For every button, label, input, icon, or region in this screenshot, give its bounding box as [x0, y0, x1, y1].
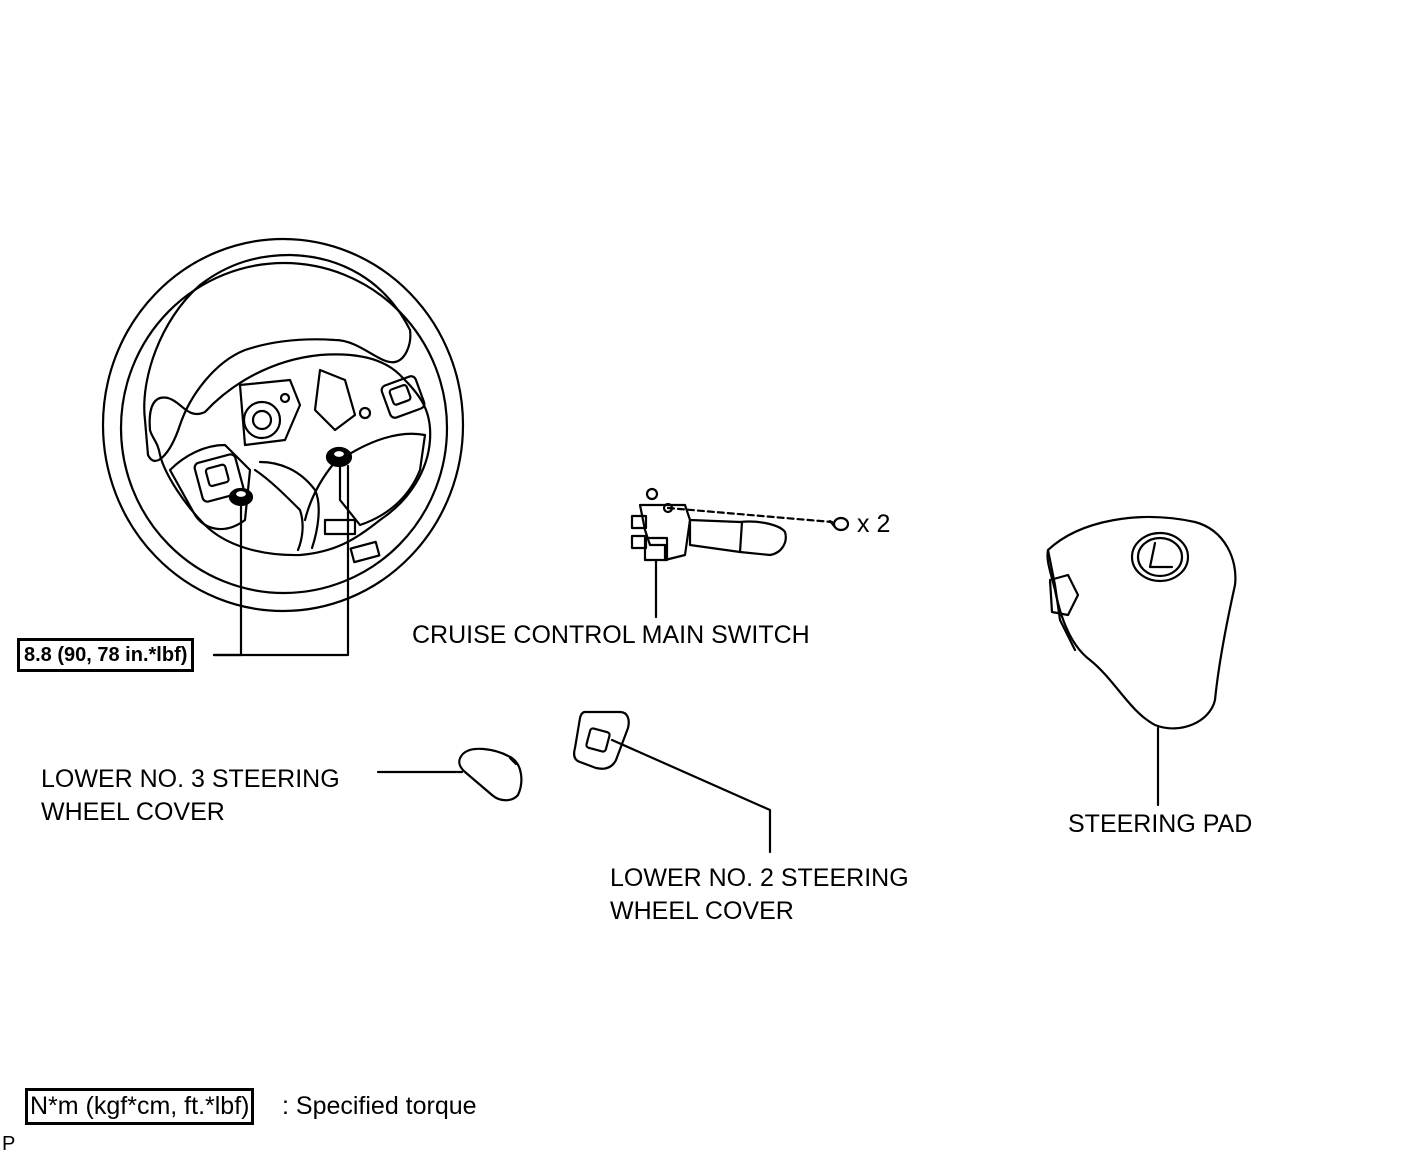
right-spoke: [338, 432, 427, 527]
hub-screw-2: [279, 392, 291, 404]
lower-no3-cover-label-line1: LOWER NO. 3 STEERING: [41, 765, 340, 793]
steering-pad-side: [1046, 548, 1077, 652]
switch-connector: [630, 514, 648, 530]
steering-pad-label: STEERING PAD: [1068, 810, 1253, 838]
lower-no3-cover-part: [458, 747, 523, 802]
quantity-label: x 2: [857, 510, 891, 538]
lower-tab-2: [323, 518, 357, 536]
legend-description: : Specified torque: [282, 1092, 477, 1120]
legend-unit-box: N*m (kgf*cm, ft.*lbf): [25, 1088, 255, 1125]
right-switch-button: [388, 384, 412, 406]
torque-spec-value: 8.8 (90, 78 in.*lbf): [24, 644, 188, 666]
lower-no2-leader: [610, 738, 772, 854]
steering-wheel-rim-inner: [119, 261, 449, 595]
cruise-control-switch-label: CRUISE CONTROL MAIN SWITCH: [412, 621, 810, 649]
hub-bracket-right: [313, 368, 357, 432]
lexus-emblem-l: [1148, 541, 1174, 569]
lexus-emblem: [1130, 531, 1190, 583]
lower-no3-cover-label-line2: WHEEL COVER: [41, 798, 225, 826]
switch-mount-screw: [645, 487, 659, 501]
lower-no2-cover-button: [585, 727, 611, 753]
torque-screw-right: [325, 446, 353, 468]
hub-boss: [242, 400, 282, 440]
lower-no2-cover-label: LOWER NO. 2 STEERING WHEEL COVER: [610, 862, 909, 928]
hub-bracket: [238, 378, 302, 447]
steering-pad-outline: [1046, 516, 1237, 730]
steering-wheel-rim-outer: [101, 237, 465, 613]
wire-harness: [253, 468, 304, 552]
lower-tab: [349, 540, 381, 564]
lower-no2-cover-label-line1: LOWER NO. 2 STEERING: [610, 864, 909, 892]
steering-wheel: [101, 237, 465, 613]
left-spoke: [168, 443, 252, 531]
loose-screw: [828, 516, 850, 532]
lower-no2-cover-label-line2: WHEEL COVER: [610, 897, 794, 925]
pad-side-switch: [1048, 573, 1080, 617]
wire-harness-3: [303, 460, 337, 522]
lexus-emblem-inner: [1136, 536, 1184, 578]
screw-guide-line: [666, 506, 834, 524]
hub-screw: [358, 406, 372, 420]
torque-screw-left: [228, 487, 254, 507]
hub-boss-inner: [251, 409, 273, 431]
lower-no2-cover-outline: [572, 710, 630, 770]
cruise-control-switch-part: [630, 487, 850, 562]
upper-rim-grip: [143, 253, 412, 462]
torque-leader-line-2: [212, 464, 350, 657]
switch-lever-ring: [738, 520, 744, 554]
left-switch-button: [204, 463, 230, 488]
corner-mark: P: [2, 1133, 16, 1155]
switch-body: [638, 503, 692, 562]
left-steering-switch: [193, 453, 245, 503]
switch-lever: [688, 518, 787, 557]
steering-pad-part: [1046, 516, 1237, 730]
lower-no3-cover-label: LOWER NO. 3 STEERING WHEEL COVER: [41, 763, 340, 829]
lower-no3-cover-outline: [458, 747, 523, 802]
legend-unit-text: N*m (kgf*cm, ft.*lbf): [30, 1092, 250, 1120]
torque-spec-box: 8.8 (90, 78 in.*lbf): [17, 638, 195, 672]
lower-no2-cover-part: [572, 710, 630, 770]
lower-no3-cover-edge: [508, 756, 518, 766]
right-steering-switch: [380, 375, 426, 419]
wire-harness-2: [258, 460, 320, 550]
